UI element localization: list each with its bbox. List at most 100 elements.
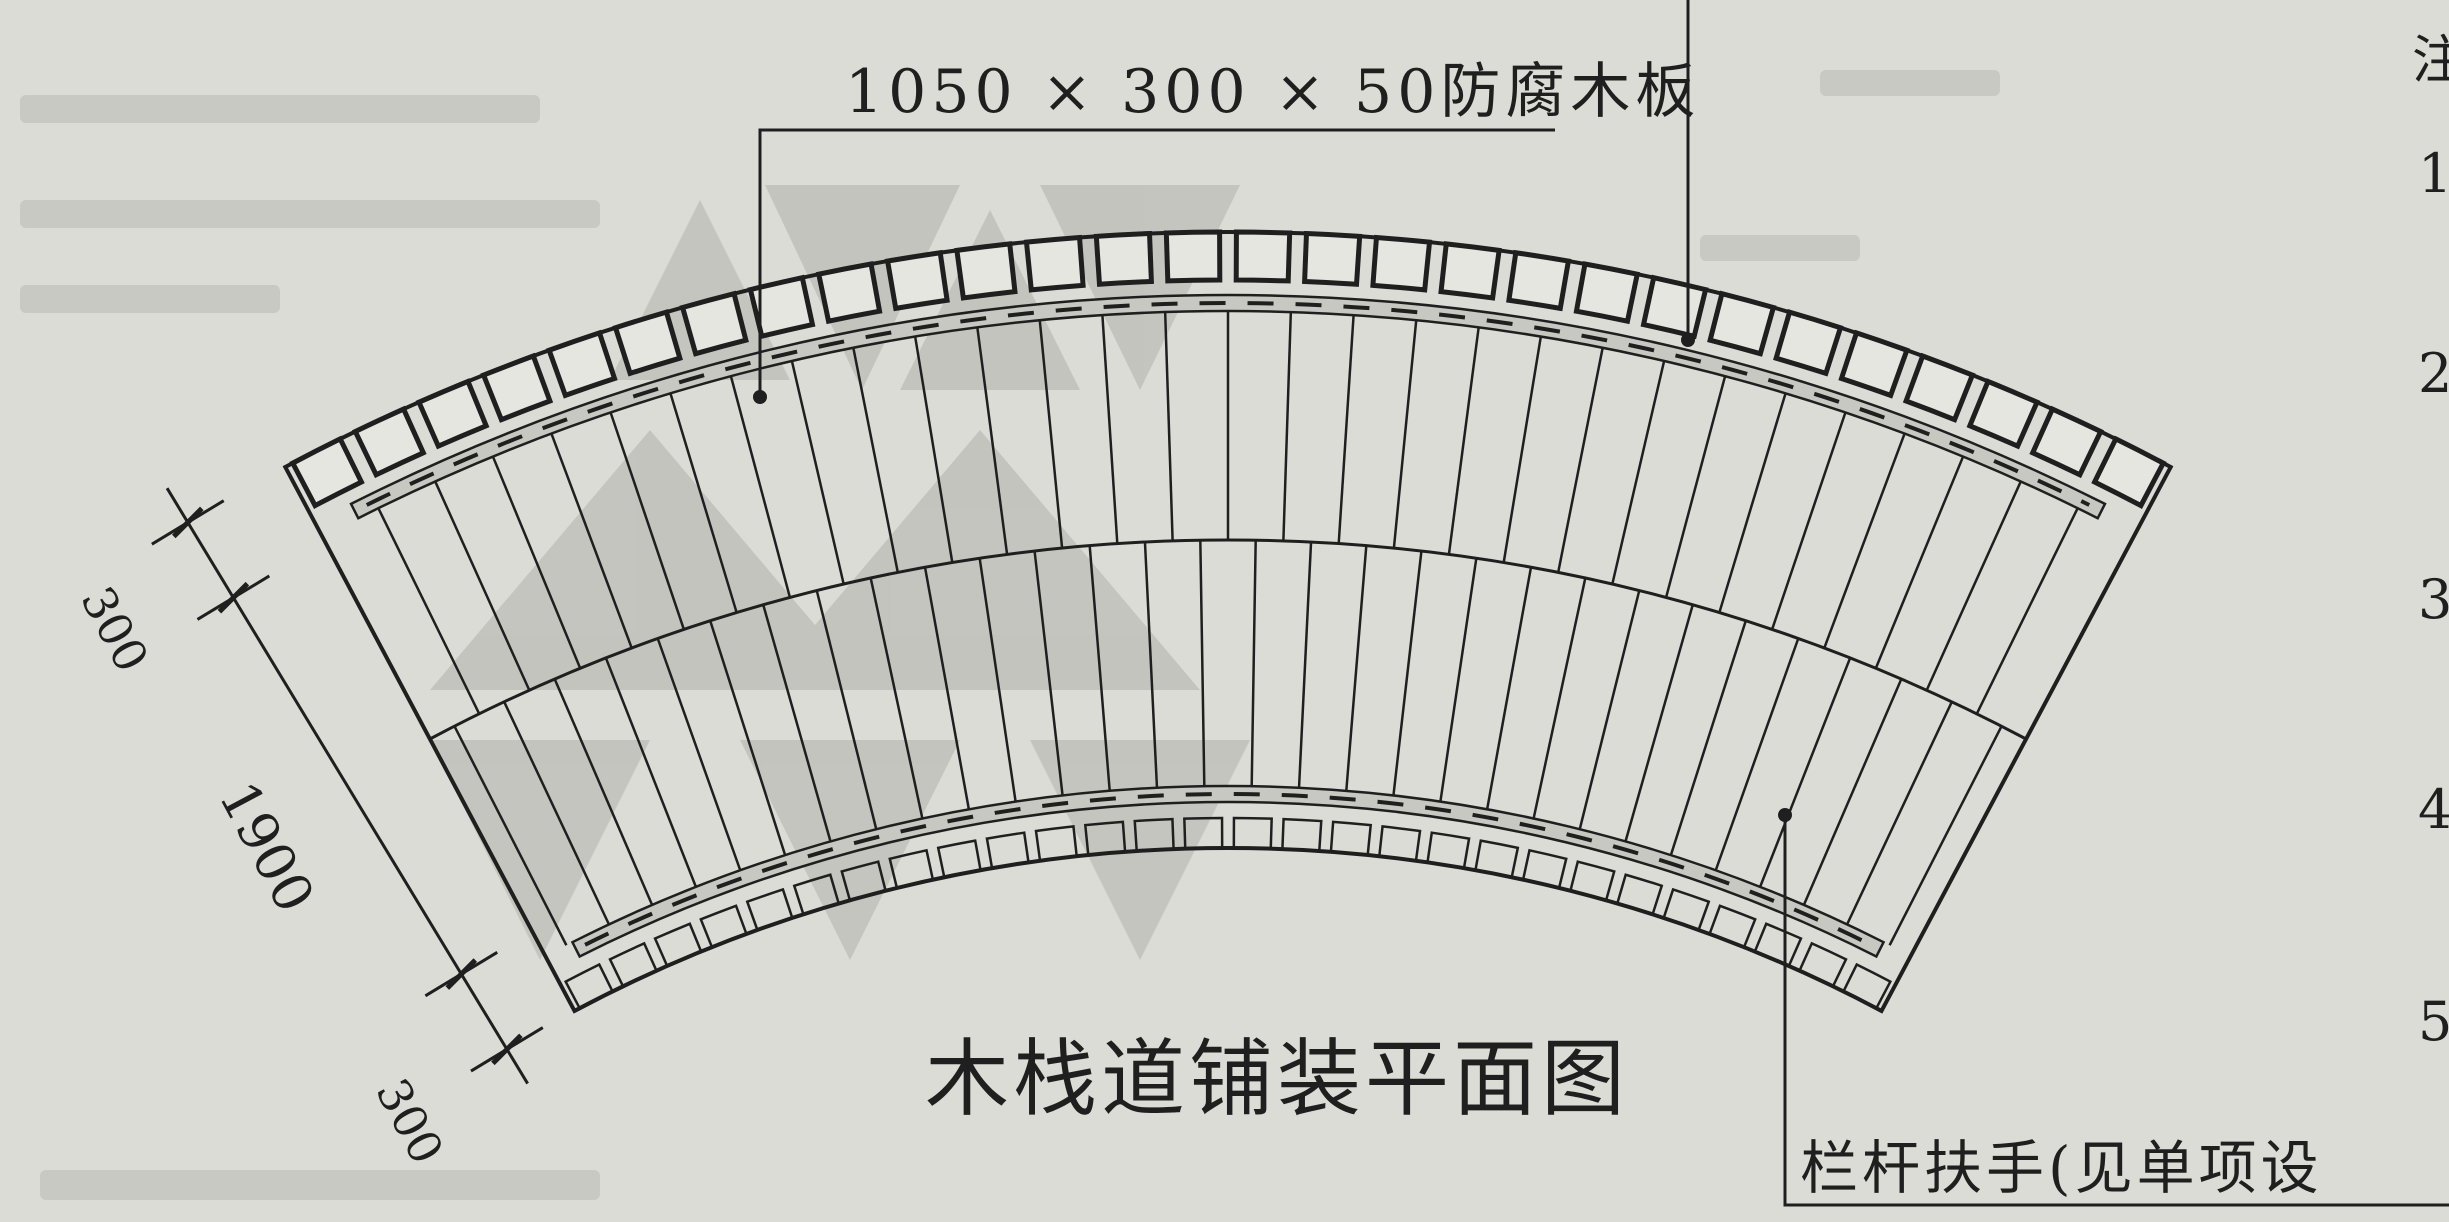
bench-block-outer (545, 329, 618, 399)
deck-board-seam (1392, 320, 1418, 549)
bench-block-inner (1797, 941, 1848, 989)
bench-block-outer (2029, 405, 2105, 479)
note-marker-1: 1 (2418, 142, 2449, 205)
bench-block-inner (1568, 860, 1616, 902)
dimension-tick-mark (172, 506, 204, 539)
bench-block-inner (1329, 820, 1373, 857)
deck-board-seam (913, 336, 954, 563)
board-callout-leader (758, 0, 1690, 395)
bench-block-inner (745, 887, 794, 932)
deck-board-seam (1802, 678, 1903, 906)
deck-board-seam (1611, 360, 1666, 585)
deck-board-seam (1532, 577, 1587, 819)
bench-block-outer (1640, 274, 1709, 340)
bench-block-inner (792, 873, 841, 916)
deck-board-seam (377, 507, 481, 715)
deck-board-seam (1485, 566, 1533, 810)
deck-board-seam (1101, 315, 1119, 544)
bench-block-inner (1133, 817, 1175, 853)
board-joint-line (429, 538, 2027, 741)
deck-board-seam (1392, 550, 1423, 796)
bench-block-outer (1233, 229, 1293, 284)
deck-board-seam (1163, 311, 1174, 541)
dimension-tick-mark (491, 1033, 523, 1066)
bench-block-inner (1521, 848, 1568, 890)
deck-board-seam (604, 657, 698, 888)
deck-board-seam (1502, 336, 1543, 563)
deck-board-seam (1925, 480, 2022, 691)
deck-board-seam (869, 577, 924, 819)
deck-board-seam (815, 590, 878, 830)
dimension-line (165, 487, 529, 1085)
bench-block-outer (884, 249, 950, 312)
handrail-outer-centerline (365, 301, 2091, 507)
handrail-inner (570, 784, 1886, 959)
bench-block-outer (1302, 230, 1363, 287)
railing-leader-dot (1778, 808, 1792, 822)
deck-board-seam (491, 456, 582, 669)
bench-block-outer (1093, 230, 1154, 287)
dimension-tick-mark (445, 958, 478, 990)
deck-board-seam (1888, 725, 2003, 946)
bench-block-outer (289, 435, 365, 509)
bench-block-outer (1163, 229, 1223, 284)
background-ghost-text (20, 70, 2000, 1200)
deck-board-seam (1578, 590, 1641, 830)
bench-block-outer (1902, 352, 1976, 423)
deck-board-seam (709, 620, 787, 856)
bench-block-outer (2091, 435, 2167, 509)
deck-board-seam (609, 412, 686, 630)
deck-board-seam (1199, 540, 1206, 787)
bench-block-inner (608, 941, 659, 989)
deck-board-seam (1770, 412, 1847, 630)
bench-block-inner (1281, 817, 1323, 853)
notes-column: 注 1 2 3 4 5 (2412, 31, 2449, 1053)
bench-block-outer (612, 309, 683, 377)
dimension-chain (151, 487, 544, 1085)
dim-label-middle: 1900 (207, 772, 327, 923)
bench-block-outer (1773, 309, 1844, 377)
bench-block-inner (936, 839, 982, 879)
bench-block-inner (1426, 831, 1471, 870)
bench-block-outer (747, 274, 816, 340)
bench-block-outer (1707, 290, 1777, 357)
bench-block-inner (563, 962, 615, 1010)
deck-board-seam (1345, 545, 1368, 791)
deck-board-seam (1282, 311, 1293, 541)
deck-board-seam (1038, 320, 1064, 549)
board-callout-label: 1050 × 300 × 50防腐木板 (845, 57, 1700, 127)
handrail-outer (349, 293, 2107, 520)
bench-block-outer (954, 241, 1018, 301)
deck-board-seam (1874, 456, 1965, 669)
deck-board-seam (923, 566, 971, 810)
note-marker-2: 2 (2418, 342, 2449, 405)
bench-block-inner (888, 848, 935, 890)
bench-block-outer (815, 261, 883, 325)
bench-block-inner (985, 831, 1030, 870)
bench-block-outer (480, 352, 554, 423)
bench-block-outer (1838, 329, 1911, 399)
notes-heading: 注 (2412, 31, 2449, 91)
bench-block-inner (1377, 825, 1422, 863)
deck-board-seam (762, 604, 832, 842)
board-leader-dot (753, 390, 767, 404)
railing-callout-leader (1783, 815, 2449, 1207)
deck-board-seam (976, 327, 1009, 555)
deck-board-seam (453, 725, 568, 946)
dimension-tick-mark (217, 581, 250, 614)
bench-block-outer (1573, 261, 1641, 325)
bench-block-inner (1841, 962, 1893, 1010)
bench-block-outer (1370, 234, 1433, 293)
bench-block-inner (1232, 816, 1273, 850)
note-marker-4: 4 (2418, 778, 2449, 841)
deck-board-seam (669, 392, 738, 613)
deck-board-seam (1624, 604, 1694, 842)
note-marker-3: 3 (2418, 568, 2449, 631)
deck-board-seam (553, 678, 654, 906)
deck-board-seam (1250, 540, 1257, 787)
bench-block-inner (1034, 825, 1079, 863)
bench-block-inner (840, 860, 888, 902)
handrail-inner-centerline (584, 792, 1872, 947)
